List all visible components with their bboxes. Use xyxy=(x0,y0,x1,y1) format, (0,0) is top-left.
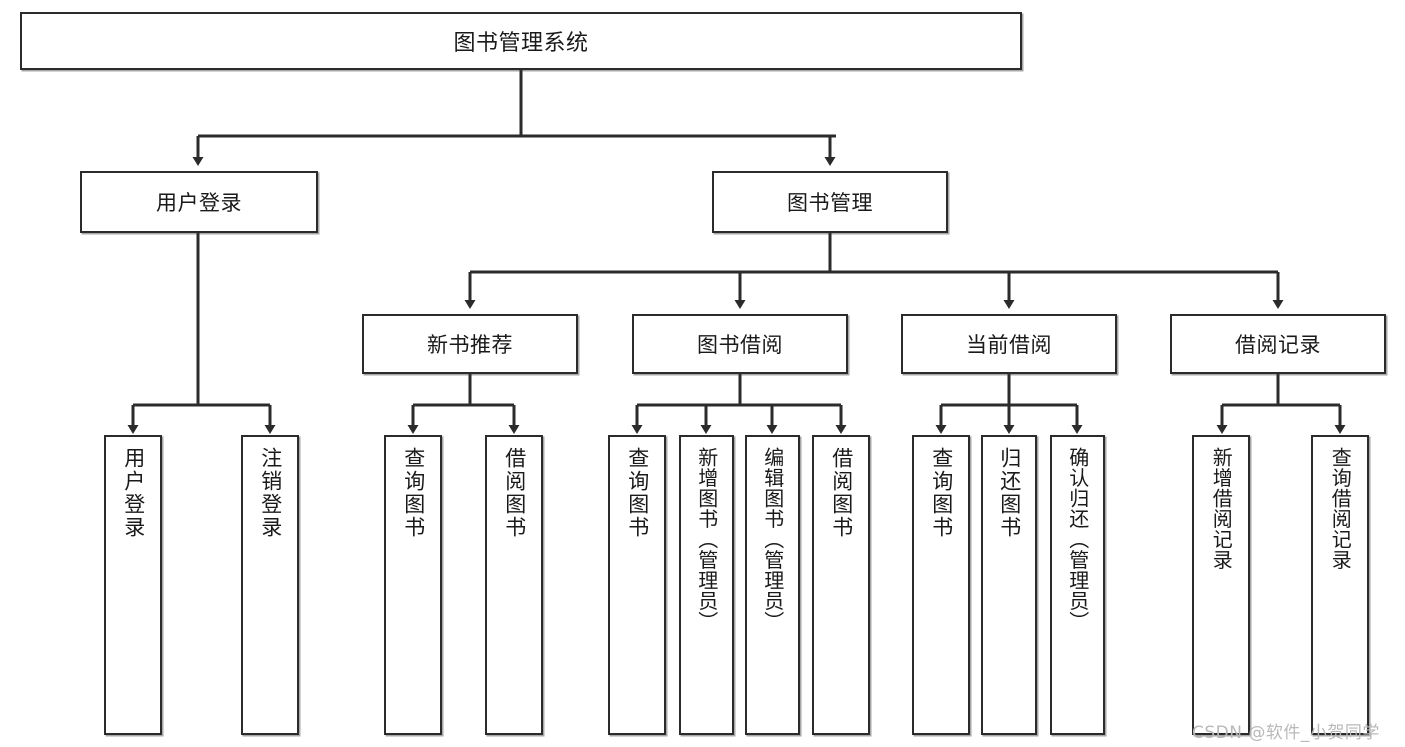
node-leaf-add-book[interactable]: 新增图书（管理员） xyxy=(679,435,734,735)
node-label: 注销登录 xyxy=(258,447,283,539)
node-label: 新书推荐 xyxy=(427,333,513,357)
node-label: 查询借阅记录 xyxy=(1328,447,1353,570)
node-label: 新增借阅记录 xyxy=(1209,447,1234,570)
node-label: 确认归还（管理员） xyxy=(1065,447,1090,632)
node-borrow-record[interactable]: 借阅记录 xyxy=(1170,314,1386,374)
node-leaf-borrow-book-1[interactable]: 借阅图书 xyxy=(485,435,543,735)
node-book-borrow[interactable]: 图书借阅 xyxy=(632,314,848,374)
node-label: 用户登录 xyxy=(121,447,146,539)
node-new-book-rec[interactable]: 新书推荐 xyxy=(362,314,578,374)
node-label: 借阅记录 xyxy=(1235,333,1321,357)
node-leaf-confirm-return[interactable]: 确认归还（管理员） xyxy=(1050,435,1105,735)
node-label: 图书借阅 xyxy=(697,333,783,357)
node-book-manage[interactable]: 图书管理 xyxy=(712,171,948,233)
watermark-text: CSDN @软件_小贺同学 xyxy=(1192,723,1380,743)
node-label: 编辑图书（管理员） xyxy=(760,447,785,632)
node-label: 查询图书 xyxy=(929,447,954,539)
node-leaf-query-book-2[interactable]: 查询图书 xyxy=(608,435,666,735)
node-leaf-return-book[interactable]: 归还图书 xyxy=(981,435,1037,735)
node-user-login[interactable]: 用户登录 xyxy=(80,171,318,233)
node-label: 归还图书 xyxy=(997,447,1022,539)
node-label: 图书管理系统 xyxy=(453,31,589,56)
node-leaf-query-record[interactable]: 查询借阅记录 xyxy=(1311,435,1369,735)
node-label: 查询图书 xyxy=(401,447,426,539)
node-label: 借阅图书 xyxy=(502,447,527,539)
node-leaf-query-book-1[interactable]: 查询图书 xyxy=(384,435,442,735)
node-leaf-user-login[interactable]: 用户登录 xyxy=(104,435,162,735)
node-leaf-borrow-book-2[interactable]: 借阅图书 xyxy=(812,435,870,735)
node-label: 查询图书 xyxy=(625,447,650,539)
node-leaf-user-logout[interactable]: 注销登录 xyxy=(241,435,299,735)
node-label: 新增图书（管理员） xyxy=(694,447,719,632)
node-label: 用户登录 xyxy=(156,191,242,215)
node-label: 图书管理 xyxy=(787,191,873,215)
node-label: 借阅图书 xyxy=(829,447,854,539)
node-leaf-query-book-3[interactable]: 查询图书 xyxy=(912,435,970,735)
node-current-borrow[interactable]: 当前借阅 xyxy=(901,314,1117,374)
node-leaf-add-record[interactable]: 新增借阅记录 xyxy=(1192,435,1250,735)
node-root-system[interactable]: 图书管理系统 xyxy=(20,12,1022,70)
node-leaf-edit-book[interactable]: 编辑图书（管理员） xyxy=(745,435,800,735)
node-label: 当前借阅 xyxy=(966,333,1052,357)
